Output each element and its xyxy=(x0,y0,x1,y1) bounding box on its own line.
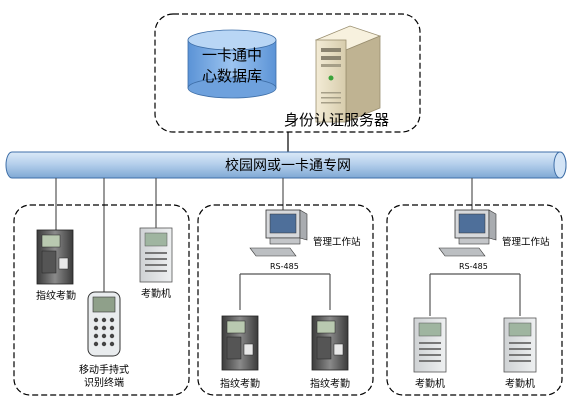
middle-bus-label: RS-485 xyxy=(270,262,299,271)
fingerprint-terminal-icon xyxy=(221,315,259,371)
group-middle: 管理工作站 RS-485 指纹考勤 指纹考勤 xyxy=(197,204,374,396)
server-label: 身份认证服务器 xyxy=(284,111,389,129)
left-fingerprint-label: 指纹考勤 xyxy=(36,289,76,302)
right-bus-label: RS-485 xyxy=(459,262,488,271)
left-handheld-label-line2: 识别终端 xyxy=(84,376,124,389)
attendance-machine-icon xyxy=(503,317,537,373)
server-icon xyxy=(314,25,382,123)
middle-workstation-label: 管理工作站 xyxy=(313,236,361,248)
handheld-terminal-icon xyxy=(87,291,121,357)
database-label-line1: 一卡通中 xyxy=(202,46,262,64)
group-right: 管理工作站 RS-485 考勤机 考勤机 xyxy=(386,204,563,396)
network-bus xyxy=(5,151,567,179)
server-zone: 一卡通中 心数据库 身份认证服务器 xyxy=(154,13,421,152)
database-label-line2: 心数据库 xyxy=(202,67,262,85)
attendance-machine-icon xyxy=(413,317,447,373)
middle-device1-label: 指纹考勤 xyxy=(220,377,260,390)
attendance-machine-icon xyxy=(139,227,173,283)
right-device2-label: 考勤机 xyxy=(505,377,535,390)
fingerprint-terminal-icon xyxy=(311,315,349,371)
right-workstation-label: 管理工作站 xyxy=(502,236,550,248)
database-icon xyxy=(187,29,277,99)
right-device1-label: 考勤机 xyxy=(415,377,445,390)
workstation-icon xyxy=(249,209,308,257)
left-attendance-label: 考勤机 xyxy=(141,287,171,300)
group-left: 指纹考勤 考勤机 移动手持式 识 xyxy=(13,204,190,396)
left-handheld-label-line1: 移动手持式 xyxy=(79,363,129,376)
fingerprint-terminal-icon xyxy=(36,229,74,285)
network-bus-label: 校园网或一卡通专网 xyxy=(225,157,351,174)
middle-device2-label: 指纹考勤 xyxy=(310,377,350,390)
workstation-icon xyxy=(438,209,497,257)
